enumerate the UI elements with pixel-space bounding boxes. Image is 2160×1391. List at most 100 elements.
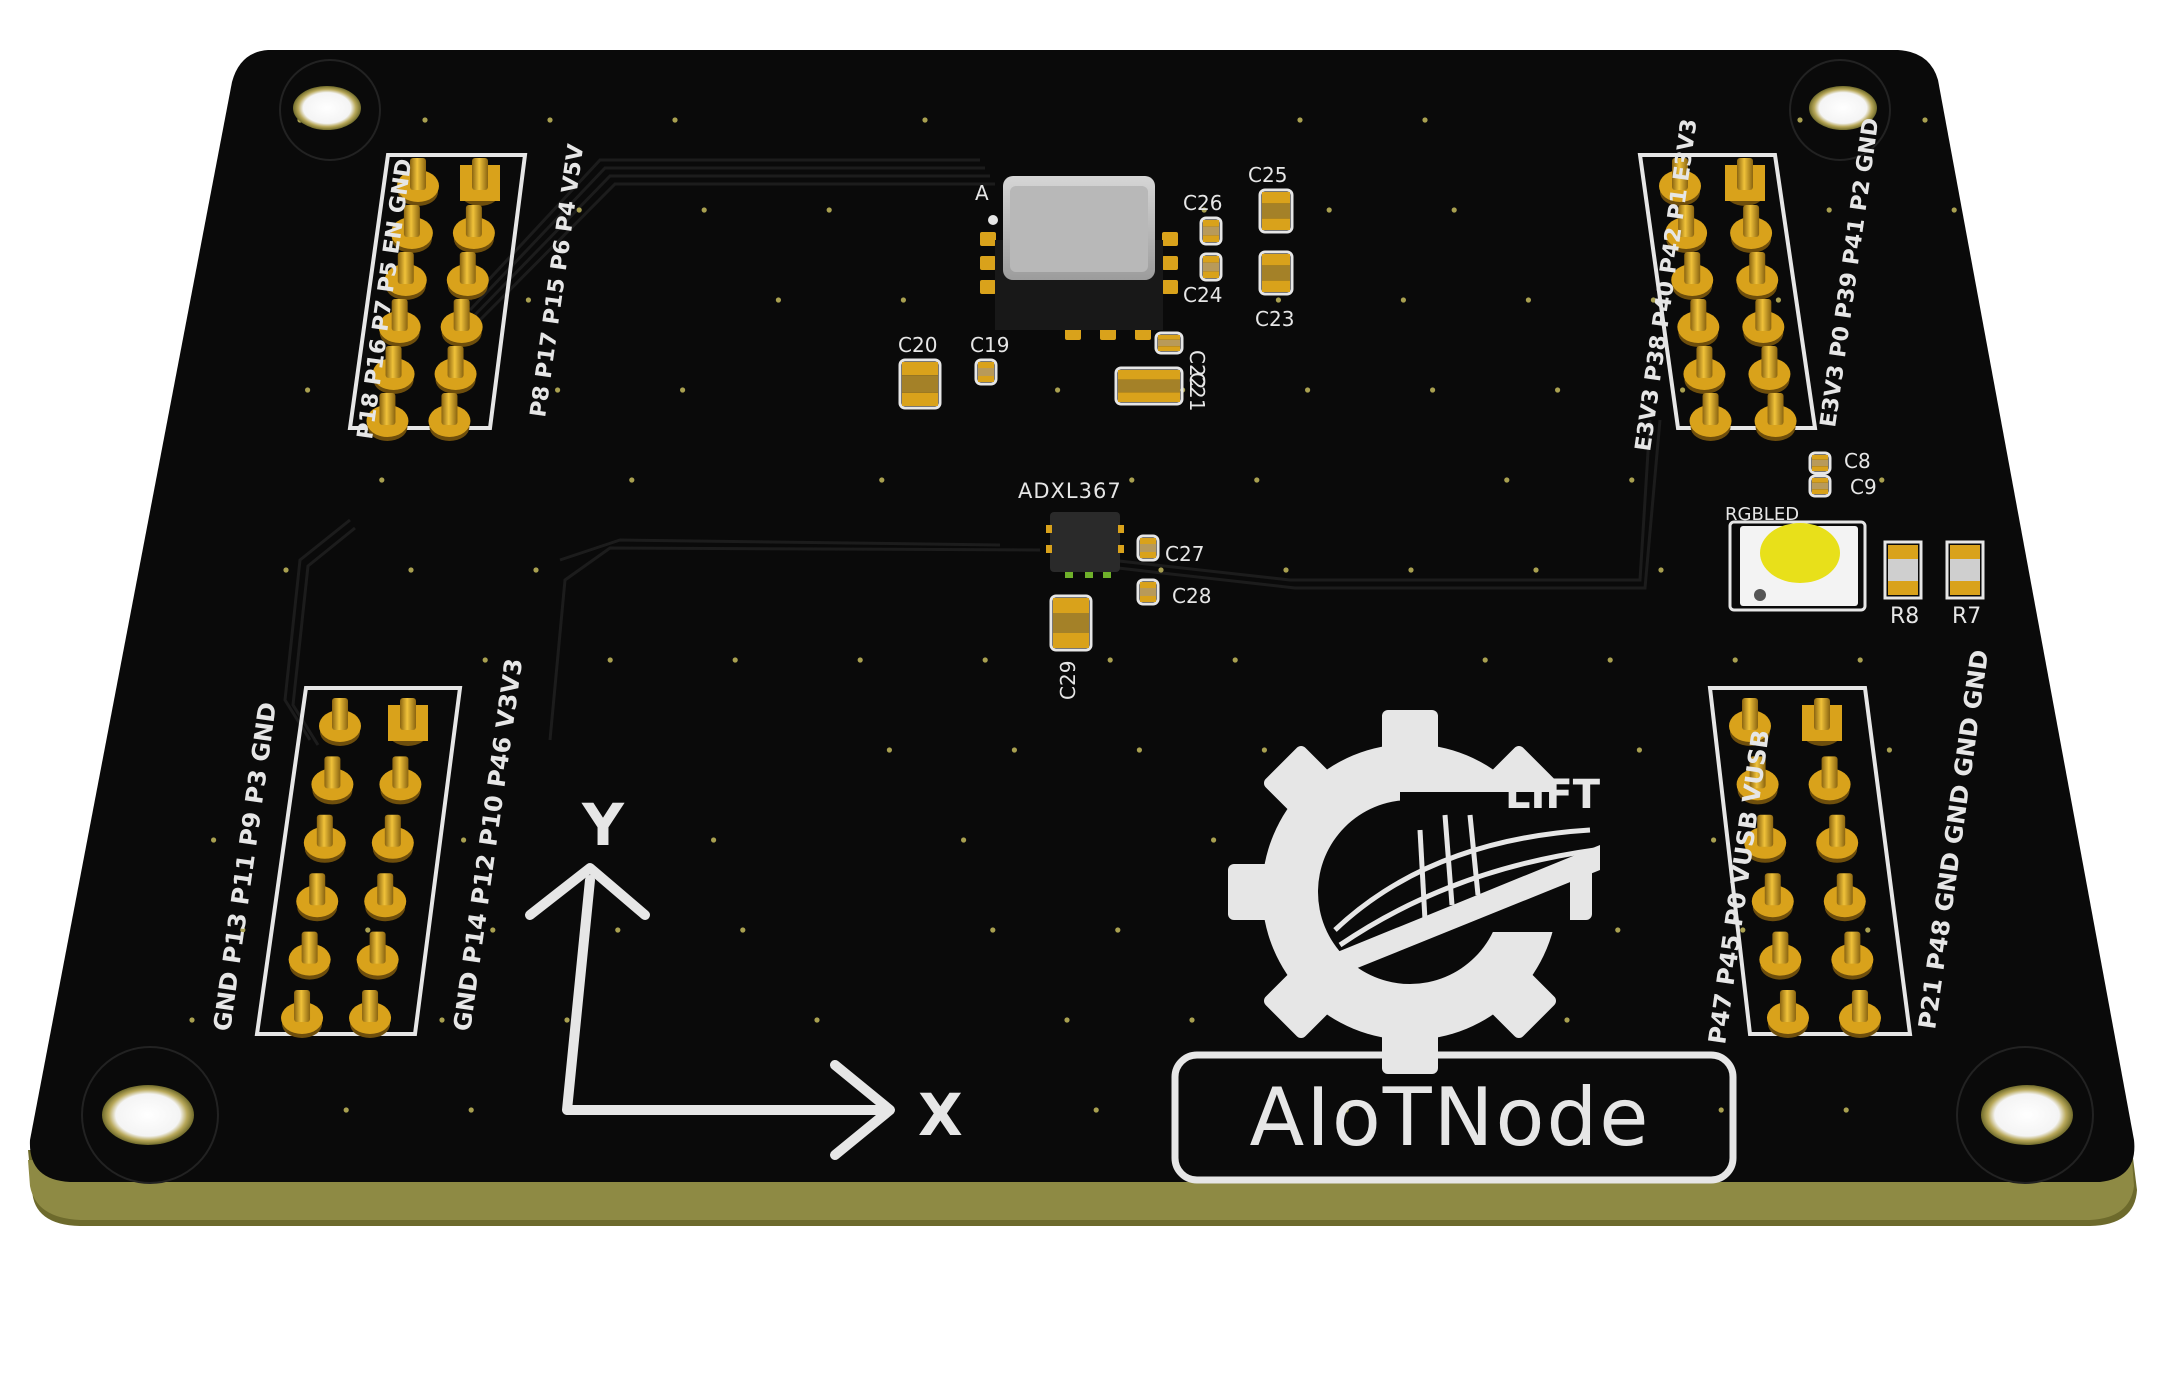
via <box>887 747 892 752</box>
via <box>1719 1107 1724 1112</box>
capacitor <box>976 360 996 384</box>
via <box>740 927 745 932</box>
capacitor <box>1116 368 1182 404</box>
via <box>1865 927 1870 932</box>
via <box>1094 1107 1099 1112</box>
board-name: AIoTNode <box>1250 1071 1651 1164</box>
via <box>1733 657 1738 662</box>
via <box>1711 837 1716 842</box>
capacitor <box>1201 254 1221 280</box>
passive-label-c26: C26 <box>1183 191 1222 215</box>
via <box>564 1017 569 1022</box>
via <box>1137 747 1142 752</box>
via <box>1327 207 1332 212</box>
resistor-label: R7 <box>1952 604 1981 629</box>
via <box>1408 567 1413 572</box>
via <box>680 387 685 392</box>
x-axis-label: X <box>918 1081 963 1149</box>
via <box>189 1017 194 1022</box>
via <box>1012 747 1017 752</box>
via <box>901 297 906 302</box>
via <box>922 117 927 122</box>
passive-label-c24: C24 <box>1183 283 1222 307</box>
via <box>1629 477 1634 482</box>
via <box>1533 567 1538 572</box>
via <box>1483 657 1488 662</box>
via <box>990 927 995 932</box>
via <box>983 657 988 662</box>
via <box>1233 657 1238 662</box>
top-chip-label: A <box>975 181 989 205</box>
via <box>733 657 738 662</box>
via <box>365 927 370 932</box>
via <box>1254 477 1259 482</box>
via <box>1887 747 1892 752</box>
via <box>526 297 531 302</box>
via <box>408 567 413 572</box>
via <box>1189 1017 1194 1022</box>
via <box>702 207 707 212</box>
passive-label-c27: C27 <box>1165 542 1204 566</box>
via <box>1401 297 1406 302</box>
via <box>211 837 216 842</box>
via <box>615 927 620 932</box>
via <box>283 567 288 572</box>
via <box>1276 297 1281 302</box>
via <box>1776 297 1781 302</box>
via <box>1879 477 1884 482</box>
top-sensor-chip: A <box>975 176 1178 340</box>
via <box>1262 747 1267 752</box>
via <box>1680 387 1685 392</box>
via <box>1858 657 1863 662</box>
via <box>672 117 677 122</box>
via <box>776 297 781 302</box>
via <box>461 837 466 842</box>
via <box>1564 1017 1569 1022</box>
via <box>814 1017 819 1022</box>
via <box>439 1017 444 1022</box>
capacitor <box>1138 536 1158 560</box>
via <box>1305 387 1310 392</box>
passive-label-c9: C9 <box>1850 475 1877 499</box>
via <box>1827 207 1832 212</box>
via <box>1283 567 1288 572</box>
via <box>827 207 832 212</box>
via <box>608 657 613 662</box>
via <box>1211 837 1216 842</box>
via <box>1637 747 1642 752</box>
via <box>1108 657 1113 662</box>
header-pin <box>1802 698 1842 746</box>
via <box>379 477 384 482</box>
via <box>1297 117 1302 122</box>
via <box>483 657 488 662</box>
passive-label-c29: C29 <box>1056 661 1080 700</box>
via <box>555 387 560 392</box>
capacitor <box>1260 190 1292 232</box>
via <box>879 477 884 482</box>
via <box>422 117 427 122</box>
via <box>1504 477 1509 482</box>
resistor <box>1947 542 1983 598</box>
via <box>344 1107 349 1112</box>
passive-label-c19: C19 <box>970 333 1009 357</box>
adxl367-label: ADXL367 <box>1018 479 1122 503</box>
via <box>1129 477 1134 482</box>
via <box>490 927 495 932</box>
via <box>1452 207 1457 212</box>
capacitor <box>900 360 940 408</box>
header-pin <box>1725 158 1765 206</box>
via <box>1615 927 1620 932</box>
capacitor <box>1810 476 1830 496</box>
via <box>961 837 966 842</box>
via <box>858 657 863 662</box>
via <box>533 567 538 572</box>
header-pin <box>388 698 428 746</box>
capacitor <box>1201 218 1221 244</box>
passive-label-c25: C25 <box>1248 163 1287 187</box>
capacitor <box>1051 596 1091 650</box>
via <box>1844 1107 1849 1112</box>
header-pin <box>460 158 500 206</box>
via <box>1430 387 1435 392</box>
capacitor <box>1138 580 1158 604</box>
